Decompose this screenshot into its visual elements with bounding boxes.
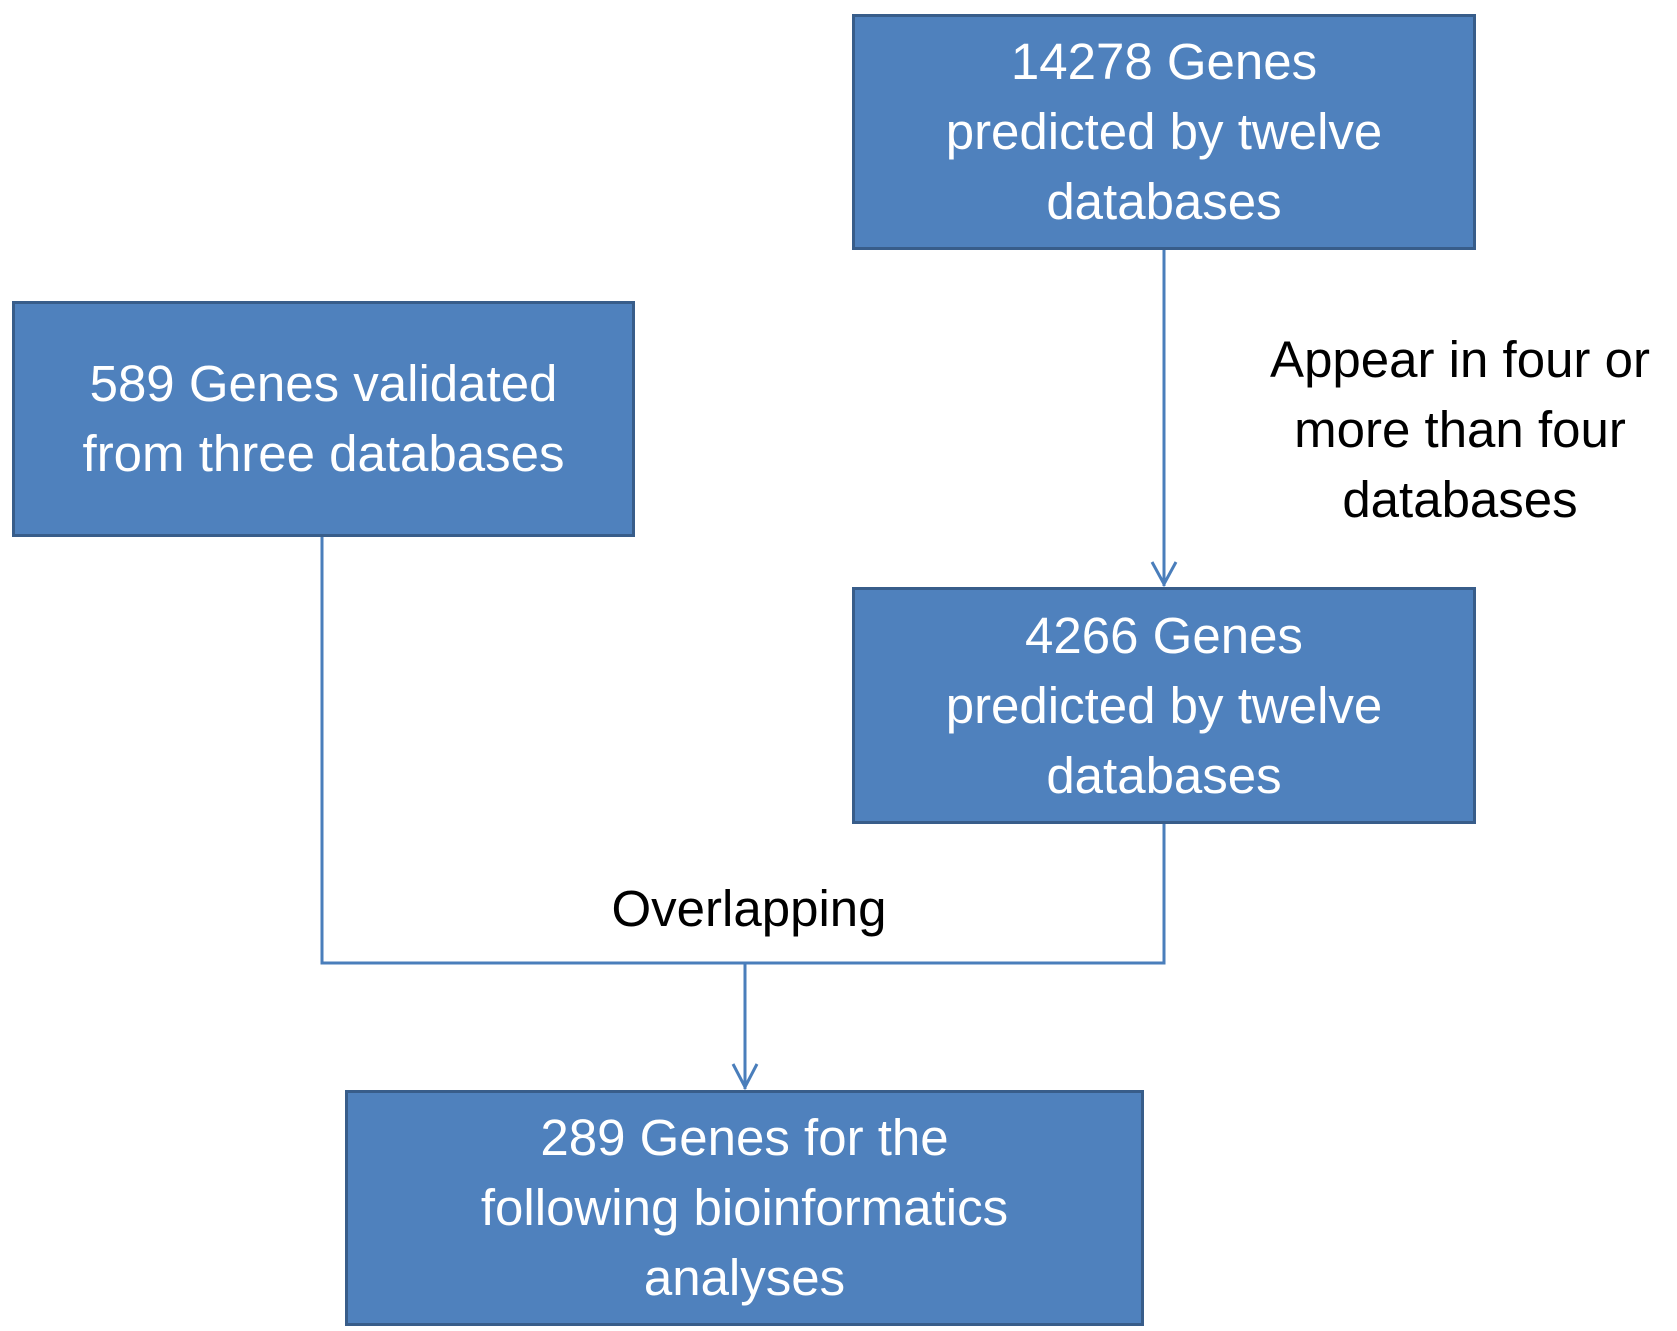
arrowhead-result — [731, 1063, 759, 1091]
box-validated-genes-589: 589 Genes validated from three databases — [12, 301, 635, 537]
arrowhead-filter — [1150, 561, 1178, 588]
box-line: 289 Genes for the — [540, 1109, 949, 1166]
box-line: analyses — [643, 1249, 846, 1306]
label-line: databases — [1342, 471, 1578, 528]
box-line: from three databases — [82, 425, 565, 482]
box-predicted-genes-14278: 14278 Genes predicted by twelve database… — [852, 14, 1476, 250]
box-line: databases — [1046, 746, 1282, 804]
box-line: 4266 Genes — [1025, 606, 1303, 664]
box-line: databases — [1046, 173, 1282, 230]
box-line: following bioinformatics — [480, 1179, 1009, 1236]
box-line: predicted by twelve — [945, 103, 1383, 160]
label-line: Overlapping — [611, 880, 887, 937]
overlapping-label: Overlapping — [589, 874, 909, 944]
box-line: predicted by twelve — [945, 676, 1383, 734]
filter-step-label: Appear in four or more than four databas… — [1248, 325, 1672, 535]
label-line: more than four — [1294, 401, 1626, 458]
box-predicted-genes-4266: 4266 Genes predicted by twelve databases — [852, 587, 1476, 824]
box-line: 14278 Genes — [1010, 33, 1318, 90]
label-line: Appear in four or — [1270, 331, 1650, 388]
box-final-genes-289: 289 Genes for the following bioinformati… — [345, 1090, 1144, 1326]
box-line: 589 Genes validated — [89, 355, 558, 412]
connector-overlap-line — [320, 535, 1166, 965]
